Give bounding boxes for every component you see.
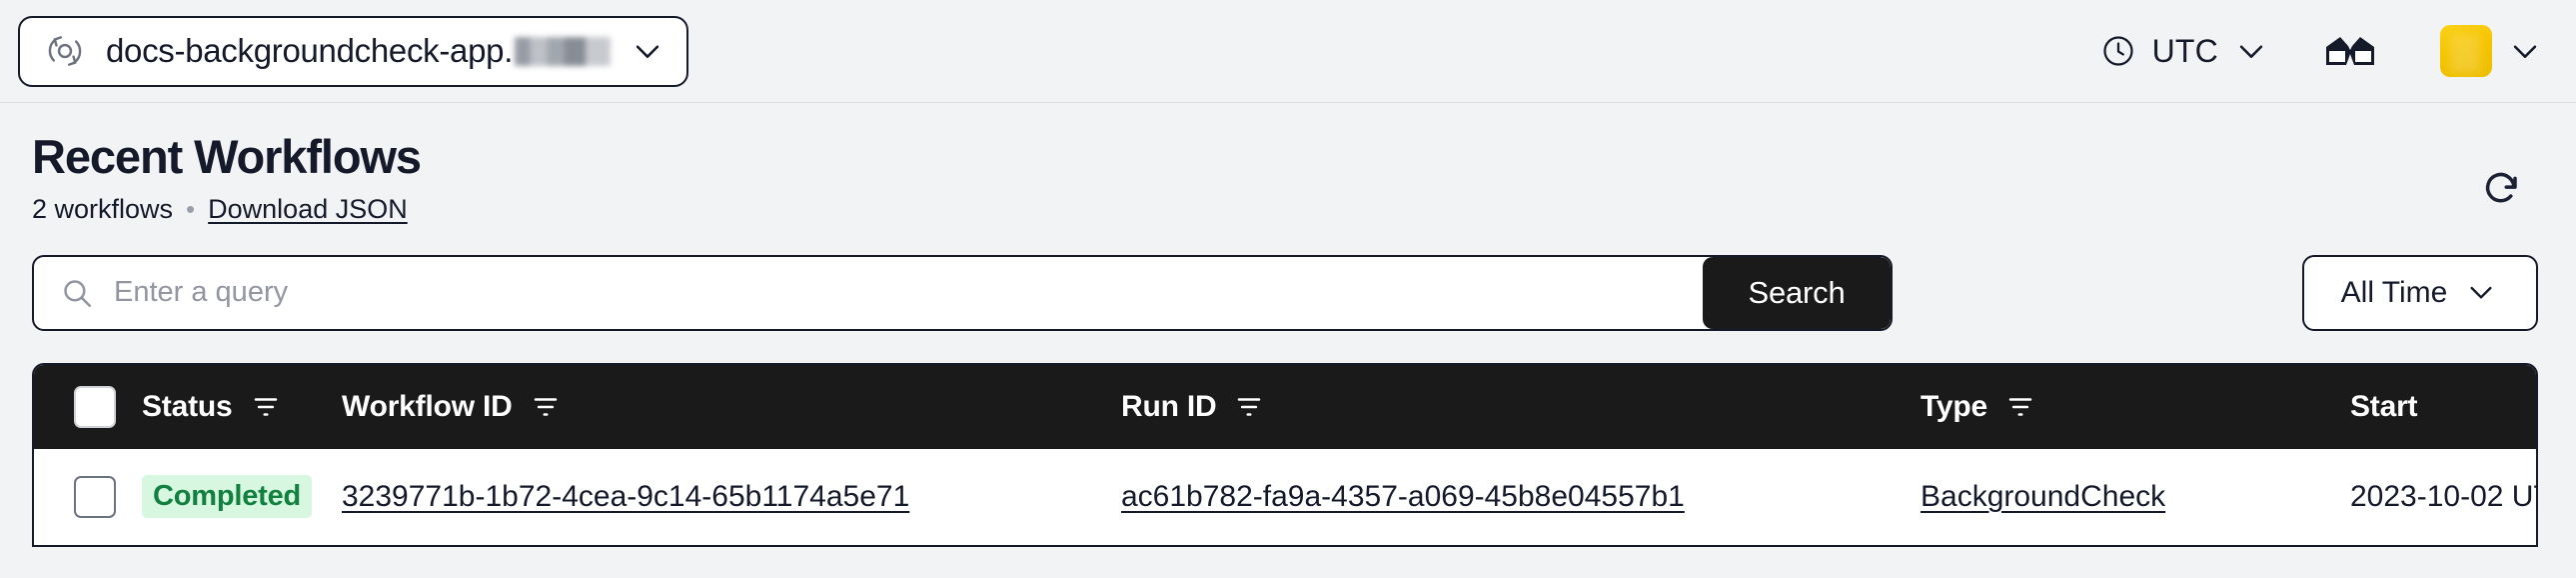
filter-icon[interactable]: [531, 392, 561, 422]
page-content: Recent Workflows 2 workflows • Download …: [0, 131, 2576, 547]
cell-start: 2023-10-02 UTC: [2350, 479, 2536, 513]
search-row: Search All Time: [32, 254, 2538, 331]
chevron-down-icon: [2465, 276, 2499, 310]
column-label-run-id: Run ID: [1121, 389, 1217, 423]
row-checkbox[interactable]: [74, 475, 116, 518]
column-header-workflow-id: Workflow ID: [342, 365, 1121, 449]
workflows-table: Status Workflow ID: [32, 362, 2538, 547]
table-row[interactable]: Completed 3239771b-1b72-4cea-9c14-65b117…: [34, 448, 2536, 545]
namespace-selector[interactable]: docs-backgroundcheck-app.: [18, 15, 689, 87]
user-menu[interactable]: [2418, 25, 2542, 77]
workflow-id-link[interactable]: 3239771b-1b72-4cea-9c14-65b1174a5e71: [342, 479, 910, 513]
cell-status: Completed: [142, 449, 342, 545]
column-label-status: Status: [142, 389, 233, 423]
column-label-type: Type: [1921, 389, 1987, 423]
column-header-type: Type: [1921, 365, 2350, 449]
top-bar-right-actions: UTC: [2086, 25, 2576, 78]
timezone-label: UTC: [2151, 32, 2218, 69]
top-bar: docs-backgroundcheck-app. UTC: [0, 0, 2576, 103]
search-box: Search: [32, 254, 1893, 331]
run-id-link[interactable]: ac61b782-fa9a-4357-a069-45b8e04557b1: [1121, 479, 1685, 513]
separator-dot: •: [186, 194, 196, 225]
column-header-start: Start: [2350, 365, 2536, 449]
table-body: Completed 3239771b-1b72-4cea-9c14-65b117…: [34, 448, 2536, 545]
row-select-cell: [34, 449, 142, 545]
search-field: [34, 257, 1703, 329]
namespace-label: docs-backgroundcheck-app.: [106, 32, 612, 70]
page-subheader: 2 workflows • Download JSON: [32, 194, 2538, 225]
cell-type: BackgroundCheck: [1921, 449, 2350, 545]
namespace-sync-icon: [44, 30, 86, 72]
3d-glasses-button[interactable]: [2282, 25, 2418, 77]
refresh-icon: [2480, 167, 2522, 209]
column-label-workflow-id: Workflow ID: [342, 389, 513, 423]
cell-workflow-id: 3239771b-1b72-4cea-9c14-65b1174a5e71: [342, 449, 1121, 545]
avatar: [2440, 25, 2492, 77]
table-header-row: Status Workflow ID: [34, 364, 2536, 449]
chevron-down-icon[interactable]: [631, 34, 664, 68]
status-badge: Completed: [142, 475, 313, 519]
select-all-checkbox[interactable]: [74, 385, 116, 428]
filter-icon[interactable]: [1234, 392, 1264, 422]
filter-icon[interactable]: [251, 392, 281, 422]
column-header-run-id: Run ID: [1121, 365, 1921, 449]
chevron-down-icon[interactable]: [2234, 34, 2268, 68]
timezone-selector[interactable]: UTC: [2086, 25, 2282, 78]
redacted-namespace-suffix: [515, 37, 612, 66]
page-header: Recent Workflows 2 workflows • Download …: [32, 131, 2538, 225]
workflow-count: 2 workflows: [32, 193, 174, 224]
filter-icon[interactable]: [2005, 392, 2035, 422]
chevron-down-icon[interactable]: [2508, 34, 2542, 68]
page-title: Recent Workflows: [32, 130, 422, 183]
search-button[interactable]: Search: [1703, 256, 1891, 329]
download-json-link[interactable]: Download JSON: [208, 193, 408, 224]
time-range-select[interactable]: All Time: [2302, 254, 2538, 331]
clock-icon: [2100, 33, 2136, 69]
search-input[interactable]: [114, 276, 1703, 310]
3d-glasses-icon: [2324, 35, 2376, 67]
search-icon: [60, 276, 94, 310]
column-header-status: Status: [142, 365, 342, 449]
workflow-type-link[interactable]: BackgroundCheck: [1921, 479, 2166, 513]
column-header-select-all: [34, 365, 142, 449]
column-label-start: Start: [2350, 389, 2418, 423]
refresh-button[interactable]: [2472, 159, 2530, 217]
time-range-label: All Time: [2340, 275, 2448, 309]
cell-run-id: ac61b782-fa9a-4357-a069-45b8e04557b1: [1121, 449, 1921, 545]
